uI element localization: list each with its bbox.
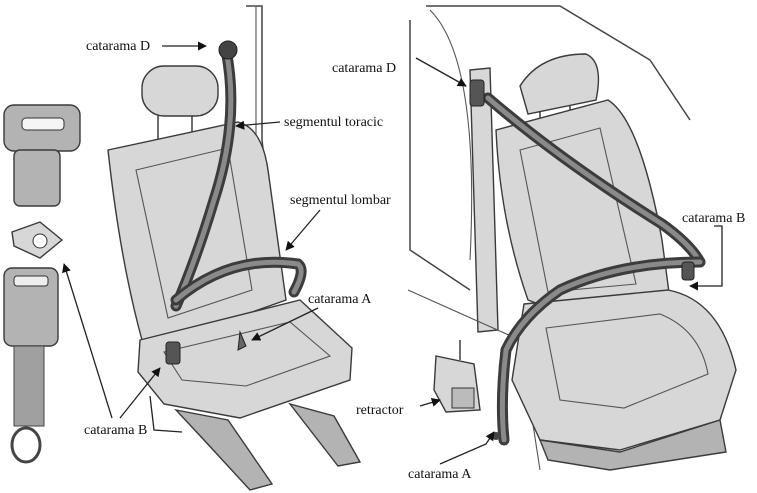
label-left-catarama-b: catarama B: [84, 423, 147, 438]
label-right-catarama-d: catarama D: [332, 61, 396, 76]
buckle-housing-icon: [13, 149, 61, 207]
label-right-catarama-b: catarama B: [682, 211, 745, 226]
right-cushion: [511, 289, 737, 451]
right-headrest: [519, 53, 600, 115]
label-left-catarama-d: catarama D: [86, 39, 150, 54]
right-anchor-d-icon: [469, 79, 485, 107]
left-buckle-b-icon: [165, 341, 181, 365]
left-backrest: [107, 121, 287, 341]
label-retractor: retractor: [356, 403, 404, 418]
right-buckle-b-icon: [681, 261, 695, 281]
label-left-catarama-a: catarama A: [308, 292, 372, 307]
right-seat-illustration: [407, 5, 737, 471]
left-headrest: [141, 65, 219, 117]
label-segmentul-toracic: segmentul toracic: [284, 115, 383, 130]
label-right-catarama-a: catarama A: [408, 467, 472, 482]
label-segmentul-lombar: segmentul lombar: [290, 193, 391, 208]
left-seat-illustration: [107, 5, 362, 491]
left-anchor-d-icon: [218, 40, 238, 60]
buckle-parts-illustration: [3, 104, 81, 464]
buckle-strap-icon: [13, 345, 45, 427]
callout-arrows: [62, 41, 723, 465]
strap-eyelet-icon: [10, 426, 42, 464]
